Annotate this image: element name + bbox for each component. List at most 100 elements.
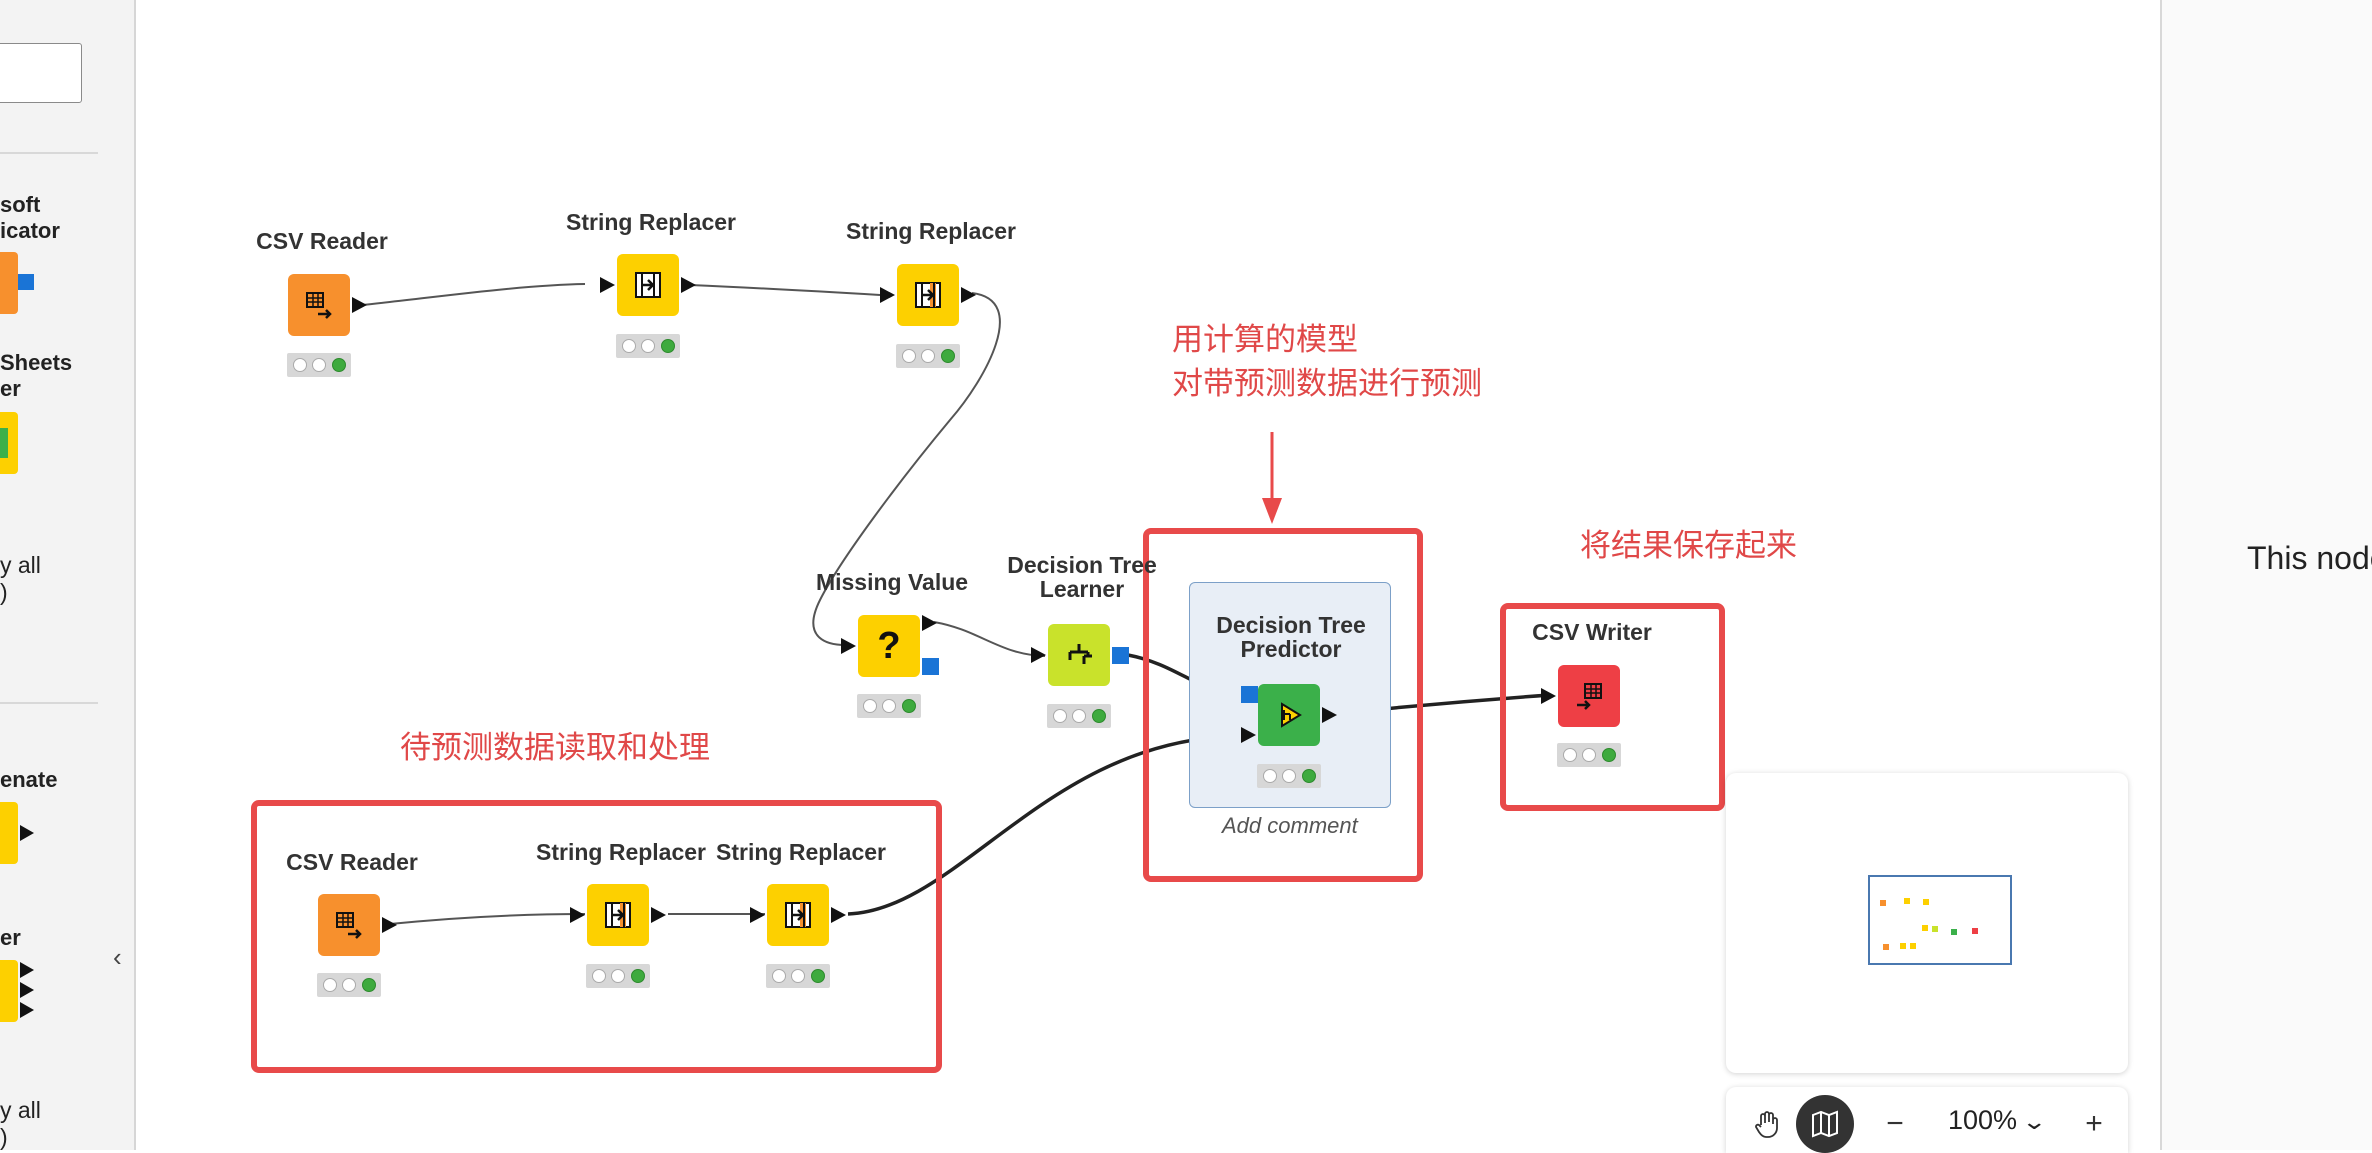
- model-input-port[interactable]: [1241, 686, 1258, 703]
- node-missing-value[interactable]: ?: [858, 615, 920, 677]
- node-status-traffic-light: [1557, 743, 1621, 767]
- table-reader-icon: [306, 292, 332, 319]
- annotation-box-save[interactable]: [1500, 603, 1725, 811]
- port-icon: [18, 274, 34, 290]
- node-status-traffic-light: [287, 353, 351, 377]
- node-status-traffic-light: [1047, 704, 1111, 728]
- annotation-box-read[interactable]: [251, 800, 942, 1073]
- input-port[interactable]: [570, 907, 585, 923]
- zoom-out-minus-icon[interactable]: −: [1886, 1107, 1904, 1140]
- node-repository-panel: soft icator Sheets er y all ) enate er y…: [0, 0, 136, 1150]
- input-port[interactable]: [750, 907, 765, 923]
- output-port[interactable]: [681, 277, 696, 293]
- input-port[interactable]: [1241, 727, 1256, 743]
- input-port[interactable]: [1031, 647, 1046, 663]
- column-replace-icon: [635, 272, 661, 298]
- minimap-node: [1883, 944, 1889, 950]
- predictor-icon: [1281, 702, 1302, 728]
- zoom-in-plus-icon[interactable]: +: [2085, 1107, 2103, 1140]
- repo-item-icon[interactable]: [0, 960, 18, 1022]
- repo-item-icon-inner: [0, 428, 8, 458]
- model-output-port[interactable]: [1112, 647, 1129, 664]
- repository-search-input[interactable]: [0, 43, 82, 103]
- node-csv-reader[interactable]: [288, 274, 350, 336]
- repo-item-icon[interactable]: [0, 252, 18, 314]
- node-status-traffic-light: [857, 694, 921, 718]
- decision-tree-icon: [1068, 644, 1092, 664]
- node-string-replacer[interactable]: [617, 254, 679, 316]
- repo-item-label: Sheets er: [0, 350, 73, 401]
- zoom-level-value: 100%: [1948, 1105, 2018, 1135]
- annotation-text[interactable]: 用计算的模型: [1172, 322, 1358, 357]
- divider: [0, 152, 98, 154]
- minimap-node: [1910, 943, 1916, 949]
- zoom-level-dropdown[interactable]: 100% ⌄: [1948, 1105, 2047, 1136]
- output-port[interactable]: [922, 615, 937, 631]
- node-label[interactable]: CSV Reader: [286, 849, 418, 875]
- output-port[interactable]: [831, 907, 846, 923]
- input-port[interactable]: [841, 638, 856, 654]
- node-label[interactable]: Missing Value: [815, 569, 969, 595]
- minimap-node: [1904, 898, 1910, 904]
- node-decision-tree-predictor[interactable]: [1258, 684, 1320, 746]
- node-status-traffic-light: [586, 964, 650, 988]
- node-status-traffic-light: [896, 344, 960, 368]
- output-port[interactable]: [352, 297, 367, 313]
- node-decision-tree-learner[interactable]: [1048, 624, 1110, 686]
- node-label[interactable]: Decision Tree Predictor: [1216, 612, 1366, 662]
- input-port[interactable]: [880, 287, 895, 303]
- minimap-node: [1972, 928, 1978, 934]
- table-writer-icon: [1577, 683, 1602, 710]
- input-port[interactable]: [600, 277, 615, 293]
- input-port[interactable]: [1541, 688, 1556, 704]
- minimap-node: [1922, 925, 1928, 931]
- annotation-box-predict[interactable]: [1143, 528, 1423, 882]
- minimap-node: [1932, 926, 1938, 932]
- divider: [0, 702, 98, 704]
- node-label[interactable]: String Replacer: [846, 218, 1016, 244]
- node-csv-reader[interactable]: [318, 894, 380, 956]
- minimap-node: [1900, 943, 1906, 949]
- node-label[interactable]: CSV Writer: [1532, 619, 1652, 645]
- annotation-text[interactable]: 待预测数据读取和处理: [400, 730, 710, 765]
- minimap-toggle-map-icon[interactable]: [1796, 1095, 1854, 1153]
- node-label[interactable]: String Replacer: [536, 839, 706, 865]
- add-comment-placeholder[interactable]: Add comment: [1222, 813, 1358, 838]
- column-replace-icon: [605, 902, 631, 928]
- output-port[interactable]: [651, 907, 666, 923]
- node-label[interactable]: CSV Reader: [256, 228, 388, 254]
- port-icon: [20, 962, 34, 978]
- node-status-traffic-light: [766, 964, 830, 988]
- repo-item-icon[interactable]: [0, 802, 18, 864]
- workflow-minimap[interactable]: [1726, 773, 2128, 1073]
- output-port[interactable]: [961, 287, 976, 303]
- node-string-replacer[interactable]: [587, 884, 649, 946]
- column-replace-icon: [785, 902, 811, 928]
- node-csv-writer[interactable]: [1558, 665, 1620, 727]
- port-icon: [20, 1002, 34, 1018]
- question-mark-icon: ?: [877, 624, 901, 667]
- minimap-viewport[interactable]: [1868, 875, 2012, 965]
- column-replace-icon: [915, 282, 941, 308]
- repo-item-label: soft icator: [0, 192, 60, 243]
- collapse-panel-chevron-icon[interactable]: ‹: [113, 942, 122, 972]
- table-reader-icon: [336, 912, 362, 939]
- model-output-port[interactable]: [922, 658, 939, 675]
- repo-item-label: enate: [0, 767, 58, 792]
- output-port[interactable]: [382, 917, 397, 933]
- annotation-text[interactable]: 对带预测数据进行预测: [1172, 366, 1482, 401]
- pan-mode-hand-icon[interactable]: [1738, 1095, 1796, 1153]
- node-string-replacer[interactable]: [897, 264, 959, 326]
- repo-item-label: er: [0, 925, 21, 950]
- node-string-replacer[interactable]: [767, 884, 829, 946]
- node-label[interactable]: Decision Tree Learner: [1007, 552, 1157, 602]
- output-port[interactable]: [1322, 707, 1337, 723]
- repo-item-icon[interactable]: [0, 412, 18, 474]
- repo-show-all-link[interactable]: y all ): [0, 1097, 41, 1150]
- annotation-text[interactable]: 将结果保存起来: [1580, 528, 1797, 563]
- repo-show-all-link[interactable]: y all ): [0, 552, 41, 605]
- node-status-traffic-light: [317, 973, 381, 997]
- node-label[interactable]: String Replacer: [716, 839, 886, 865]
- chevron-down-icon: ⌄: [2020, 1109, 2047, 1134]
- node-label[interactable]: String Replacer: [566, 209, 736, 235]
